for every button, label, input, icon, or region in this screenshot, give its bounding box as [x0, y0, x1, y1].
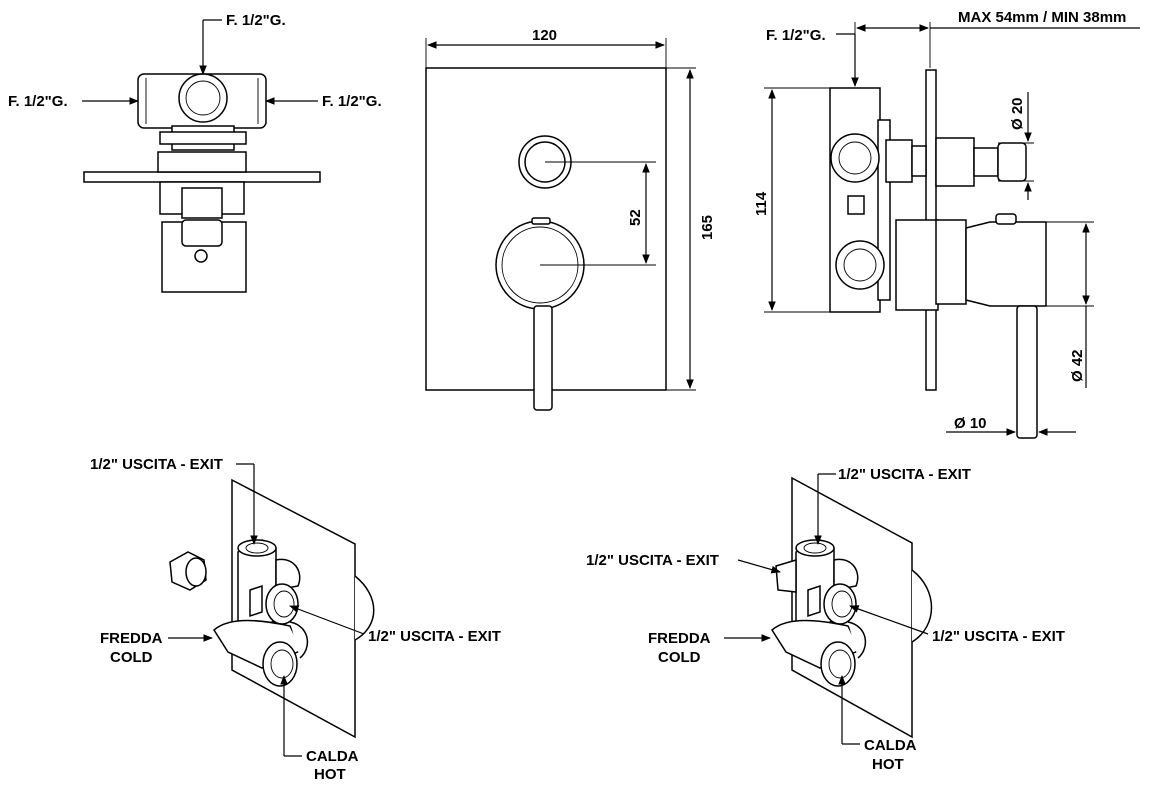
plate-width-dim: 120 — [532, 27, 557, 44]
button-diameter-dim: Ø 20 — [1009, 97, 1026, 130]
lever-diameter-dim: Ø 10 — [954, 415, 987, 432]
side-view: F. 1/2"G. MAX 54mm / MIN 38mm 114 Ø 20 Ø… — [753, 9, 1140, 439]
iso-right-top-exit-label: 1/2" USCITA - EXIT — [838, 466, 971, 483]
iso-right-left-exit-label: 1/2" USCITA - EXIT — [586, 552, 719, 569]
iso-left-side-exit-label: 1/2" USCITA - EXIT — [368, 628, 501, 645]
plate-view: 120 165 52 — [425, 27, 716, 411]
iso-left-cold-label-2: COLD — [110, 649, 153, 666]
wall-depth-label: MAX 54mm / MIN 38mm — [958, 9, 1126, 26]
front-right-inlet-label: F. 1/2"G. — [322, 93, 382, 110]
iso-left-cold-label-1: FREDDA — [100, 630, 163, 647]
front-view: F. 1/2"G. F. 1/2"G. F. 1/2"G. — [8, 12, 382, 293]
iso-left-hot-label-1: CALDA — [306, 748, 359, 765]
iso-view-left: 1/2" USCITA - EXIT 1/2" USCITA - EXIT FR… — [90, 456, 501, 783]
handle-diameter-dim: Ø 42 — [1069, 349, 1086, 382]
iso-right-hot-label-2: HOT — [872, 756, 904, 773]
plate-height-dim: 165 — [699, 215, 716, 240]
side-inlet-label: F. 1/2"G. — [766, 27, 826, 44]
iso-right-hot-label-1: CALDA — [864, 737, 917, 754]
iso-right-side-exit-label: 1/2" USCITA - EXIT — [932, 628, 1065, 645]
iso-right-cold-label-2: COLD — [658, 649, 701, 666]
front-top-inlet-label: F. 1/2"G. — [226, 12, 286, 29]
iso-view-right: 1/2" USCITA - EXIT 1/2" USCITA - EXIT 1/… — [586, 466, 1065, 773]
iso-left-top-exit-label: 1/2" USCITA - EXIT — [90, 456, 223, 473]
axis-spacing-dim: 52 — [627, 209, 644, 226]
front-left-inlet-label: F. 1/2"G. — [8, 93, 68, 110]
body-height-dim: 114 — [753, 191, 770, 216]
iso-left-hot-label-2: HOT — [314, 766, 346, 783]
iso-right-cold-label-1: FREDDA — [648, 630, 711, 647]
